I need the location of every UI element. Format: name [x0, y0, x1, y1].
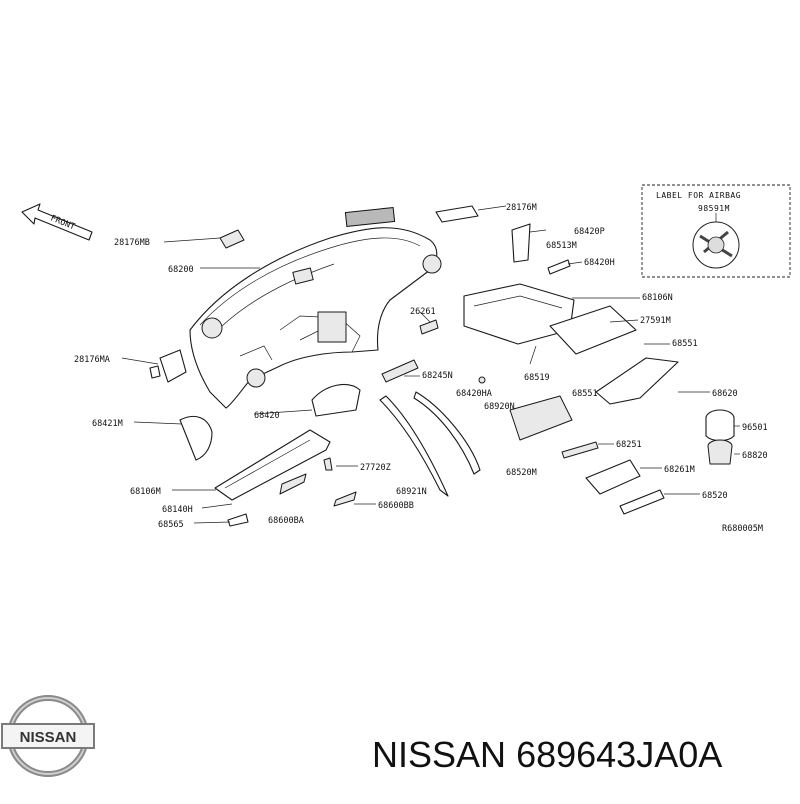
- right-parts: [435, 205, 735, 515]
- callout-label: 68519: [524, 373, 550, 383]
- logo-text: NISSAN: [20, 729, 77, 746]
- callout-label: 68106M: [130, 487, 161, 497]
- callout-label: 68565: [158, 520, 184, 530]
- callout-label: 68513M: [546, 241, 577, 251]
- airbag-label-part: 98591M: [698, 204, 730, 213]
- callout-label: 68551: [572, 389, 598, 399]
- callout-label: 68420P: [574, 227, 605, 237]
- callout-label: 68420HA: [456, 389, 492, 399]
- callout-label: 27720Z: [360, 463, 391, 473]
- callout-label: 68520: [702, 491, 728, 501]
- callout-label: 68520M: [506, 468, 537, 478]
- callout-label: 28176MA: [74, 355, 110, 365]
- airbag-label-title: LABEL FOR AIRBAG: [656, 191, 741, 200]
- callout-label: 68600BA: [268, 516, 304, 526]
- callout-label: 68551: [672, 339, 698, 349]
- callout-label: 68106N: [642, 293, 673, 303]
- callout-label: 68420: [254, 411, 280, 421]
- callout-label: 28176MB: [114, 238, 150, 248]
- callout-label: 68600BB: [378, 501, 414, 511]
- diagram-code: R680005M: [722, 524, 763, 534]
- callout-label: 68200: [168, 265, 194, 275]
- callout-label: 96501: [742, 423, 768, 433]
- callout-labels: 28176MB 68200 28176MA 68421M 68106M 6814…: [74, 203, 768, 534]
- callout-label: 68245N: [422, 371, 453, 381]
- airbag-label-box: LABEL FOR AIRBAG 98591M: [641, 184, 791, 278]
- callout-label: 68261M: [664, 465, 695, 475]
- callout-label: 68251: [616, 440, 642, 450]
- callout-label: 68421M: [92, 419, 123, 429]
- instrument-panel: [189, 206, 442, 409]
- callout-label: 28176M: [506, 203, 537, 213]
- part-caption: NISSAN 689643JA0A: [372, 730, 792, 780]
- callout-label: 68921N: [396, 487, 427, 497]
- caption-brand: NISSAN: [372, 734, 507, 775]
- callout-label: 27591M: [640, 316, 671, 326]
- left-parts: [149, 229, 361, 527]
- callout-label: 26261: [410, 307, 436, 317]
- callout-label: 68140H: [162, 505, 193, 515]
- center-panels: [379, 319, 486, 497]
- leader-lines: [121, 205, 740, 524]
- nissan-logo: NISSAN: [1, 695, 95, 777]
- front-arrow: FRONT: [21, 203, 93, 241]
- callout-label: 68620: [712, 389, 738, 399]
- caption-part-number: 689643JA0A: [516, 734, 723, 775]
- callout-label: 68820: [742, 451, 768, 461]
- callout-label: 68420H: [584, 258, 615, 268]
- callout-label: 68920N: [484, 402, 515, 412]
